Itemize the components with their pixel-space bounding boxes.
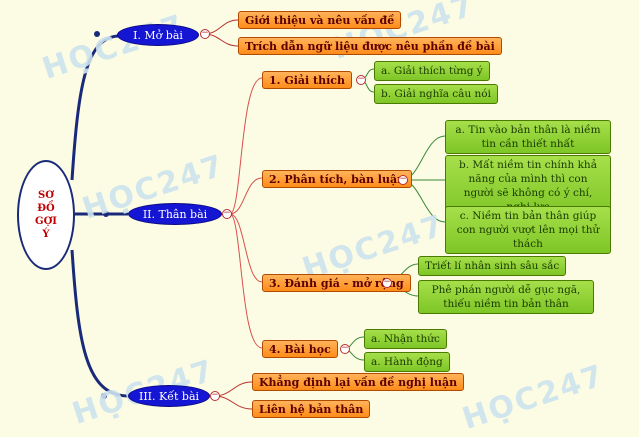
- body-topic[interactable]: 3. Đánh giá - mở rộng: [262, 274, 411, 292]
- collapse-icon[interactable]: −: [222, 208, 232, 219]
- connector: [229, 77, 263, 215]
- conclusion-item[interactable]: Khẳng định lại vấn đề nghị luận: [252, 373, 465, 391]
- root-node[interactable]: SƠ ĐỒ GỢI Ý: [17, 160, 75, 270]
- connector: [229, 213, 263, 349]
- collapse-icon[interactable]: −: [200, 28, 210, 39]
- conclusion-item[interactable]: Liên hệ bản thân: [252, 400, 371, 418]
- body-subitem[interactable]: b. Giải nghĩa câu nói: [374, 84, 498, 104]
- connector: [70, 34, 119, 181]
- junction-dot: [94, 31, 100, 37]
- body-topic[interactable]: 1. Giải thích: [262, 71, 352, 89]
- collapse-icon[interactable]: −: [382, 277, 392, 288]
- body-subitem[interactable]: a. Nhận thức: [364, 329, 447, 349]
- collapse-icon[interactable]: −: [398, 174, 408, 185]
- body-subitem[interactable]: Triết lí nhân sinh sâu sắc: [418, 256, 567, 276]
- section-body[interactable]: II. Thân bài: [128, 203, 222, 225]
- body-subitem[interactable]: Phê phán người dễ gục ngã, thiếu niềm ti…: [418, 280, 594, 314]
- connector: [229, 177, 263, 215]
- section-intro[interactable]: I. Mở bài: [117, 24, 199, 46]
- body-topic[interactable]: 4. Bài học: [262, 340, 338, 358]
- connector: [70, 249, 129, 398]
- junction-dot: [103, 211, 109, 217]
- connector: [213, 395, 253, 410]
- body-subitem[interactable]: a. Hành động: [364, 352, 450, 372]
- junction-dot: [101, 393, 107, 399]
- connector: [229, 213, 263, 283]
- section-conclusion[interactable]: III. Kết bài: [128, 385, 210, 407]
- intro-item[interactable]: Giới thiệu và nêu vấn đề: [238, 11, 402, 29]
- body-subitem[interactable]: c. Niềm tin bản thân giúp con người vượt…: [445, 206, 611, 254]
- collapse-icon[interactable]: −: [340, 343, 350, 354]
- collapse-icon[interactable]: −: [356, 74, 366, 85]
- collapse-icon[interactable]: −: [210, 390, 220, 401]
- body-topic[interactable]: 2. Phân tích, bàn luận: [262, 170, 413, 188]
- body-subitem[interactable]: a. Giải thích từng ý: [374, 61, 490, 81]
- intro-item[interactable]: Trích dẫn ngữ liệu được nêu phần đề bài: [238, 37, 502, 55]
- body-subitem[interactable]: a. Tin vào bản thân là niềm tin cần thiế…: [445, 120, 611, 154]
